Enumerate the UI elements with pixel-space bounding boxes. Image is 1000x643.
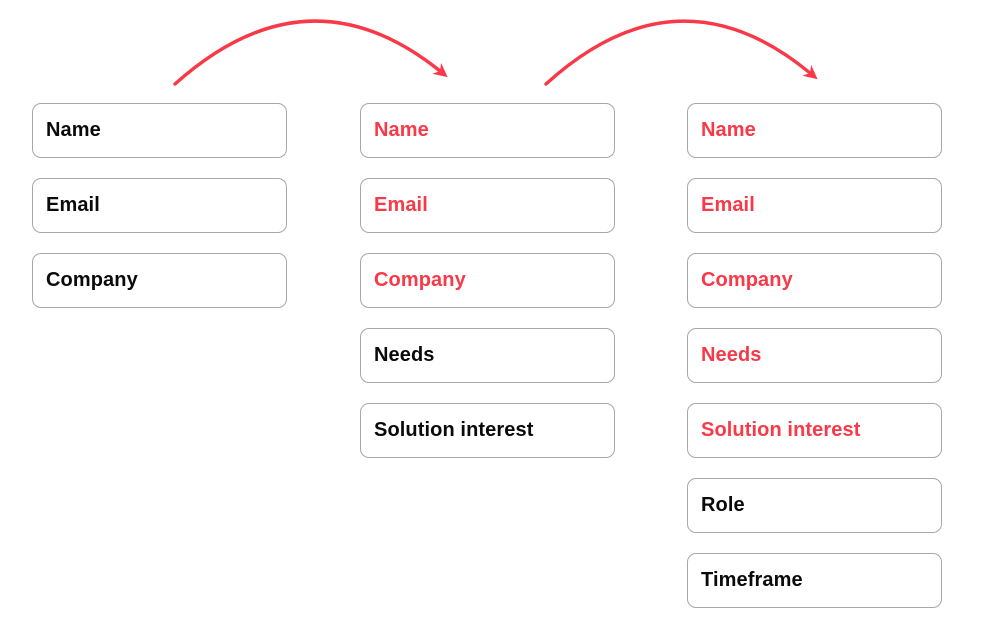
field-label: Needs (374, 344, 435, 366)
field-label: Email (46, 194, 100, 216)
field-box-company: Company (687, 253, 942, 308)
field-box-role: Role (687, 478, 942, 533)
field-label: Name (374, 119, 429, 141)
form-column-3: Name Email Company Needs Solution intere… (687, 103, 942, 608)
field-label: Email (374, 194, 428, 216)
field-box-solution-interest: Solution interest (360, 403, 615, 458)
form-column-1: Name Email Company (32, 103, 287, 308)
field-box-name: Name (32, 103, 287, 158)
field-label: Name (46, 119, 101, 141)
field-box-email: Email (32, 178, 287, 233)
field-label: Company (374, 269, 466, 291)
field-box-company: Company (360, 253, 615, 308)
field-label: Company (701, 269, 793, 291)
form-column-2: Name Email Company Needs Solution intere… (360, 103, 615, 458)
field-label: Role (701, 494, 745, 516)
field-label: Email (701, 194, 755, 216)
curved-arrow-icon (173, 19, 448, 86)
field-label: Solution interest (701, 419, 861, 441)
curved-arrow-icon (544, 19, 818, 86)
field-box-name: Name (360, 103, 615, 158)
field-label: Timeframe (701, 569, 803, 591)
field-box-email: Email (360, 178, 615, 233)
field-label: Solution interest (374, 419, 534, 441)
field-box-needs: Needs (687, 328, 942, 383)
field-box-name: Name (687, 103, 942, 158)
field-box-timeframe: Timeframe (687, 553, 942, 608)
field-label: Name (701, 119, 756, 141)
field-box-email: Email (687, 178, 942, 233)
field-box-company: Company (32, 253, 287, 308)
field-box-needs: Needs (360, 328, 615, 383)
field-label: Needs (701, 344, 762, 366)
field-box-solution-interest: Solution interest (687, 403, 942, 458)
field-label: Company (46, 269, 138, 291)
